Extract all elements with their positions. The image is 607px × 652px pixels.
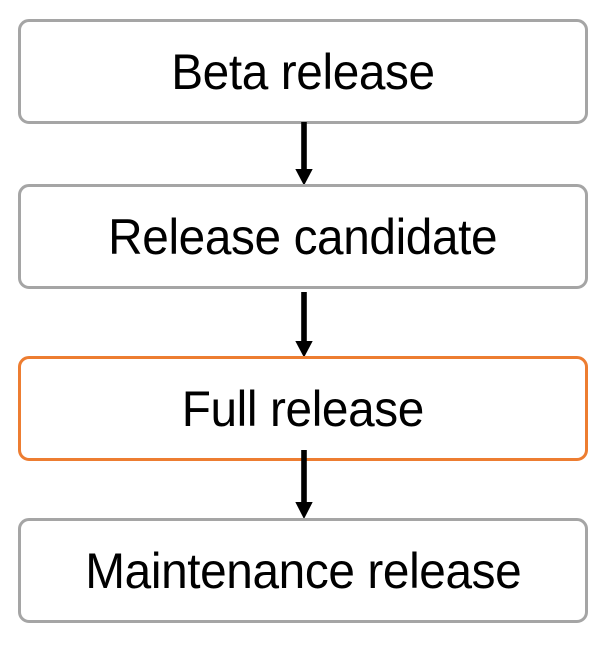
node-label: Beta release — [171, 43, 435, 100]
node-label: Release candidate — [108, 208, 498, 265]
arrow-head-icon — [295, 169, 313, 186]
flowchart-node-maintenance-release[interactable]: Maintenance release — [18, 518, 588, 623]
arrow-head-icon — [295, 502, 313, 519]
flowchart-node-full-release[interactable]: Full release — [18, 356, 588, 461]
node-label: Full release — [181, 380, 425, 437]
connector-beta-to-rc — [295, 122, 313, 186]
flowchart-node-beta-release[interactable]: Beta release — [18, 19, 588, 124]
arrow-shaft — [301, 450, 307, 502]
connector-full-to-maintenance — [295, 450, 313, 520]
arrow-shaft — [301, 292, 307, 341]
connector-rc-to-full — [295, 292, 313, 358]
arrow-shaft — [301, 122, 307, 169]
flowchart-node-release-candidate[interactable]: Release candidate — [18, 184, 588, 289]
arrow-head-icon — [295, 341, 313, 358]
node-label: Maintenance release — [84, 542, 522, 599]
